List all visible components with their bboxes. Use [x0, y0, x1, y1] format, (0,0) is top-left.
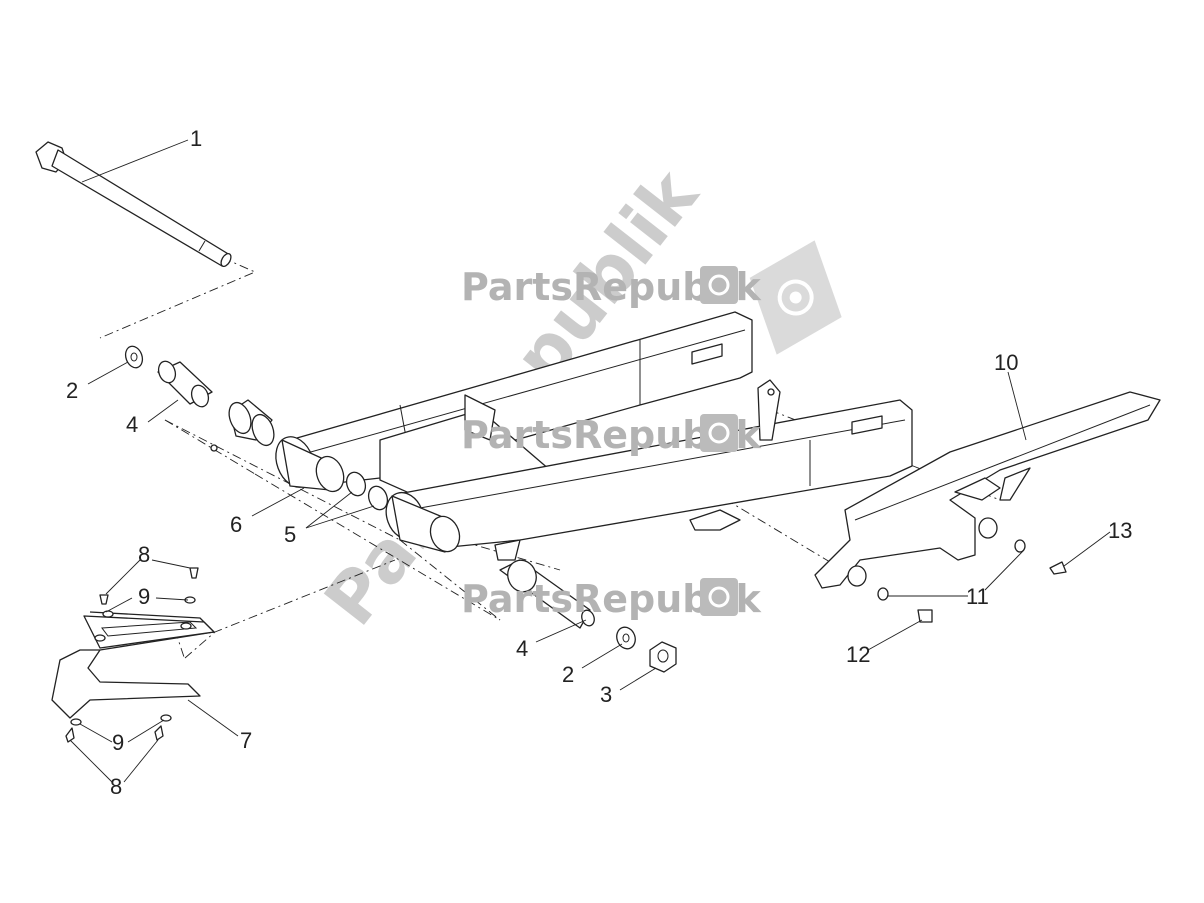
callout-7: 7 — [240, 728, 252, 753]
callout-11: 11 — [966, 584, 989, 609]
callout-8-lower: 8 — [110, 774, 122, 799]
callout-10: 10 — [994, 350, 1018, 375]
callout-5: 5 — [284, 522, 296, 547]
swingarm — [275, 311, 913, 561]
callout-13: 13 — [1108, 518, 1132, 543]
callout-6: 6 — [230, 512, 242, 537]
gear-icon — [700, 578, 738, 616]
chain-guard — [814, 391, 1161, 623]
callout-2-lower: 2 — [562, 662, 574, 687]
callout-1: 1 — [190, 126, 202, 151]
callout-4-lower: 4 — [516, 636, 528, 661]
watermark-badge-icon — [749, 240, 842, 355]
callout-9-upper: 9 — [138, 584, 150, 609]
watermark-middle: PartsRepublik — [461, 413, 762, 457]
callout-8-upper: 8 — [138, 542, 150, 567]
leader-lines — [69, 139, 1111, 783]
callout-9-lower: 9 — [112, 730, 124, 755]
gear-icon — [700, 266, 738, 304]
watermark-top: PartsRepublik — [461, 265, 762, 309]
callout-12: 12 — [846, 642, 870, 667]
gear-icon — [700, 414, 738, 452]
callout-4-upper: 4 — [126, 412, 138, 437]
chain-slider — [51, 567, 215, 743]
watermark-bottom: PartsRepublik — [461, 577, 762, 621]
callout-labels: 1 2 4 6 5 8 9 7 9 8 4 2 3 10 13 11 12 — [66, 126, 1132, 799]
small-parts — [124, 345, 677, 673]
callout-2-upper: 2 — [66, 378, 78, 403]
axle-bolt — [35, 141, 232, 268]
callout-3: 3 — [600, 682, 612, 707]
